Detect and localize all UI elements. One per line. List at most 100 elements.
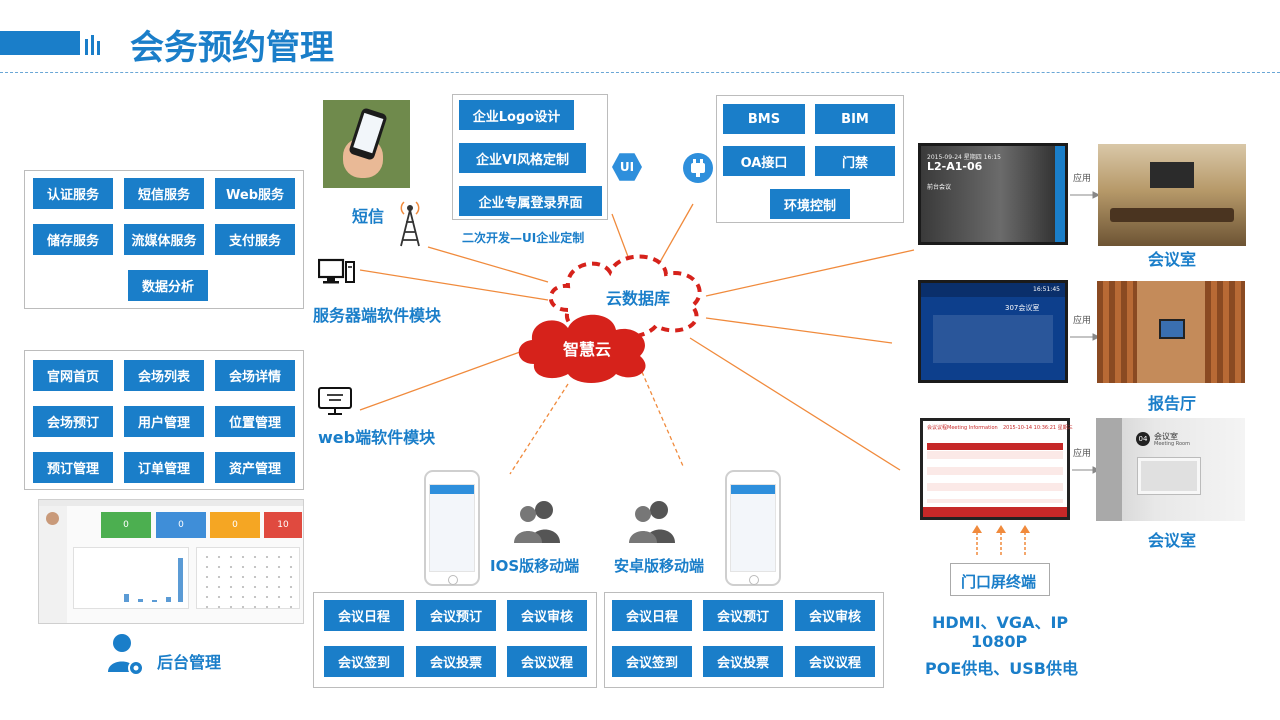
- apply-label-3: 应用: [1073, 449, 1092, 459]
- screen3-time: 2015-10-14 10:36:21 星期三: [1003, 425, 1073, 431]
- web-location-mgmt-button[interactable]: 位置管理: [215, 406, 295, 437]
- door-screen-3: 会议议程Meeting Information 2015-10-14 10:36…: [920, 418, 1073, 520]
- service-sms-button[interactable]: 短信服务: [124, 178, 204, 209]
- header-bar-accent: [0, 31, 80, 55]
- service-storage-button[interactable]: 储存服务: [33, 224, 113, 255]
- admin-bar-chart: [73, 547, 189, 609]
- integration-oa-button[interactable]: OA接口: [723, 146, 805, 176]
- line-ui-cloud: [611, 213, 631, 263]
- android-checkin-button[interactable]: 会议签到: [612, 646, 692, 677]
- service-payment-button[interactable]: 支付服务: [215, 224, 295, 255]
- android-screen-header: [731, 485, 775, 494]
- smart-cloud-shape: [518, 314, 646, 383]
- web-user-mgmt-button[interactable]: 用户管理: [124, 406, 204, 437]
- web-venue-list-button[interactable]: 会场列表: [124, 360, 204, 391]
- web-asset-mgmt-button[interactable]: 资产管理: [215, 452, 295, 483]
- admin-chart-bar-3: [152, 600, 157, 602]
- android-home-button: [749, 575, 759, 585]
- admin-chart-bar-4: [166, 597, 171, 602]
- page-title: 会务预约管理: [130, 28, 334, 68]
- apply-label-2: 应用: [1073, 316, 1092, 326]
- ios-schedule-button[interactable]: 会议日程: [324, 600, 404, 631]
- service-auth-button[interactable]: 认证服务: [33, 178, 113, 209]
- server-module-label: 服务器端软件模块: [313, 306, 442, 325]
- integration-bim-button[interactable]: BIM: [815, 104, 895, 134]
- screen2-time: 16:51:45: [1033, 286, 1060, 293]
- plugin-icon: [683, 153, 713, 183]
- screen2-room: 307会议室: [1005, 304, 1040, 312]
- admin-stat-card-2: 0: [156, 512, 206, 538]
- server-computer-icon: [318, 258, 355, 284]
- apply-arrow-1-head: [1092, 191, 1101, 199]
- header-bar-tick-2: [91, 35, 94, 55]
- android-schedule-button[interactable]: 会议日程: [612, 600, 692, 631]
- admin-user-icon: [108, 634, 144, 676]
- integration-env-control-button[interactable]: 环境控制: [770, 189, 850, 219]
- ios-agenda-button[interactable]: 会议议程: [507, 646, 587, 677]
- meeting-room-photo-2: 04 会议室 Meeting Room: [1096, 418, 1245, 521]
- ui-vi-style-button[interactable]: 企业VI风格定制: [459, 143, 586, 173]
- line-integration-cloud: [659, 203, 694, 263]
- door-screen-2: 16:51:45 307会议室: [918, 280, 1068, 383]
- spec-line-3: POE供电、USB供电: [925, 659, 1078, 678]
- integration-access-control-button[interactable]: 门禁: [815, 146, 895, 176]
- web-home-button[interactable]: 官网首页: [33, 360, 113, 391]
- avatar: [46, 512, 59, 525]
- room1-screen: [1150, 162, 1194, 188]
- android-phone-screen: [730, 484, 776, 572]
- line-cloud-ios: [509, 383, 569, 475]
- android-vote-button[interactable]: 会议投票: [703, 646, 783, 677]
- header-bar-tick-1: [85, 39, 88, 55]
- room2-plate-num: 04: [1136, 432, 1150, 446]
- admin-stat-card-4: 10: [264, 512, 302, 538]
- android-agenda-button[interactable]: 会议议程: [795, 646, 875, 677]
- android-review-button[interactable]: 会议审核: [795, 600, 875, 631]
- web-venue-detail-button[interactable]: 会场详情: [215, 360, 295, 391]
- web-order-mgmt-button[interactable]: 订单管理: [124, 452, 204, 483]
- room2-plate-cn: 会议室: [1154, 432, 1178, 441]
- ios-review-button[interactable]: 会议审核: [507, 600, 587, 631]
- line-cloud-screen2: [705, 317, 893, 344]
- spec-line-2: 1080P: [971, 632, 1028, 651]
- room1-table: [1110, 208, 1234, 222]
- screen1-room: L2-A1-06: [927, 160, 983, 173]
- door-terminal-box: [950, 563, 1050, 596]
- admin-chart-bar-2: [138, 599, 143, 602]
- line-cloud-android: [641, 371, 684, 467]
- screen2-info-block: [933, 315, 1053, 363]
- service-web-button[interactable]: Web服务: [215, 178, 295, 209]
- smart-cloud-label: 智慧云: [563, 340, 612, 359]
- line-web-cloud: [359, 351, 521, 411]
- ios-booking-button[interactable]: 会议预订: [416, 600, 496, 631]
- ui-login-page-button[interactable]: 企业专属登录界面: [459, 186, 602, 216]
- ios-vote-button[interactable]: 会议投票: [416, 646, 496, 677]
- screen3-table: [927, 451, 1063, 503]
- admin-stat-card-3: 0: [210, 512, 260, 538]
- auditorium-panel: [1159, 319, 1185, 339]
- line-cloud-screen3: [689, 337, 901, 471]
- integration-bms-button[interactable]: BMS: [723, 104, 805, 134]
- screen3-table-header: [927, 443, 1063, 450]
- ui-logo-design-button[interactable]: 企业Logo设计: [459, 100, 574, 130]
- up-arrow-2-head: [996, 525, 1006, 533]
- admin-stat-card-1: 0: [101, 512, 151, 538]
- ios-checkin-button[interactable]: 会议签到: [324, 646, 404, 677]
- android-mobile-label: 安卓版移动端: [614, 557, 705, 575]
- web-booking-mgmt-button[interactable]: 预订管理: [33, 452, 113, 483]
- apply-arrow-2-head: [1092, 333, 1101, 341]
- screen3-footer: [923, 507, 1067, 517]
- admin-sidebar: [39, 506, 67, 623]
- android-booking-button[interactable]: 会议预订: [703, 600, 783, 631]
- ios-home-button: [448, 575, 458, 585]
- spec-line-1: HDMI、VGA、IP: [932, 613, 1069, 632]
- web-venue-booking-button[interactable]: 会场预订: [33, 406, 113, 437]
- service-analytics-button[interactable]: 数据分析: [128, 270, 208, 301]
- admin-calendar: [196, 547, 300, 609]
- service-streaming-button[interactable]: 流媒体服务: [124, 224, 204, 255]
- ios-phone-screen: [429, 484, 475, 572]
- meeting-room-photo-1: [1098, 144, 1246, 246]
- door-screen-1: 2015-09-24 星期四 16:15 L2-A1-06 前台会议: [918, 143, 1068, 245]
- admin-dashboard-thumbnail: 0 0 0 10: [38, 499, 304, 624]
- up-arrow-1-head: [972, 525, 982, 533]
